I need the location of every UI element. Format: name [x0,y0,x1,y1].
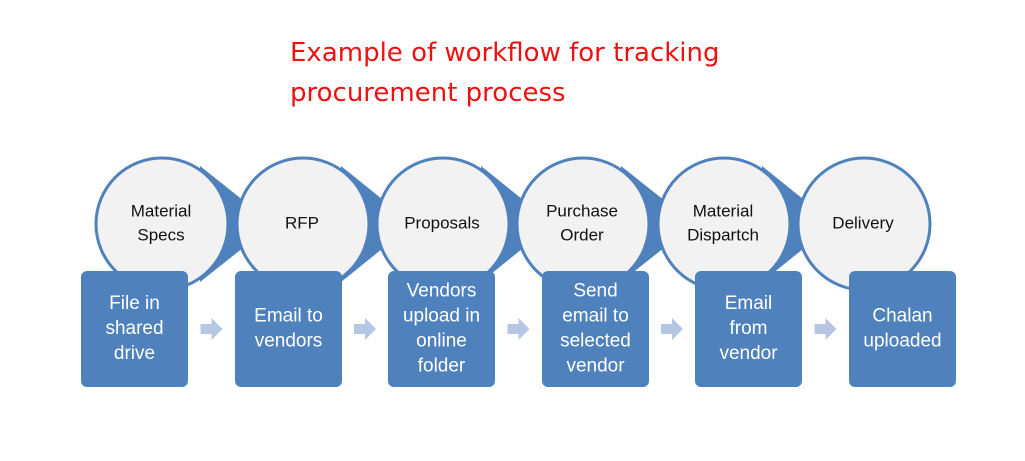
title-line-2: procurement process [290,78,566,108]
circle-label-line: Dispartch [687,225,759,244]
circle-label-line: Specs [137,225,184,244]
box-label-line: vendor [566,356,625,377]
circle-label-line: Delivery [832,213,894,232]
circle-label-line: Proposals [404,213,480,232]
box-label-line: vendor [719,343,778,364]
box-label-line: Email to [254,306,323,327]
box-label-line: Email [725,293,773,314]
stage-box: Email to vendors [235,271,342,387]
box-arrow-icon [200,318,223,340]
stage-boxes: File in shared drive Email to vendors Vendors… [81,271,956,387]
circle-label-line: Purchase [546,201,618,220]
circle-label-line: Order [560,225,604,244]
stage-circle: RFP [235,156,371,292]
circle-label-line: RFP [285,213,319,232]
box-shape [849,271,956,387]
box-label-line: upload in [403,306,480,327]
box-arrow-icon [661,318,683,340]
box-label-line: from [730,318,768,339]
box-shape [695,271,802,387]
box-arrow-icon [814,318,837,340]
box-arrow-icon [507,318,530,340]
box-shape [388,271,495,387]
box-shape [81,271,188,387]
box-label-line: shared [105,318,163,339]
box-label-line: File in [109,293,160,314]
box-label-line: Chalan [872,306,932,327]
box-label-line: email to [562,306,629,327]
stage-box: Email from vendor [695,271,802,387]
box-shape [542,271,649,387]
box-arrow-icon [354,318,376,340]
box-label-line: vendors [255,331,323,352]
circle-label-line: Material [131,201,191,220]
stage-circle: Proposals [375,156,511,292]
circle-shape [656,156,792,292]
box-label-line: drive [114,343,155,364]
stage-box: Chalan uploaded [849,271,956,387]
box-label-line: Send [573,281,617,302]
box-shape [235,271,342,387]
box-label-line: selected [560,331,631,352]
stage-box: Send email to selected vendor [542,271,649,387]
box-label-line: online [416,331,467,352]
diagram-title: Example of workflow for tracking procure… [290,33,850,113]
stage-circle: Delivery [796,156,932,292]
title-line-1: Example of workflow for tracking [290,38,720,68]
box-label-line: Vendors [407,281,477,302]
box-label-line: folder [418,356,466,377]
circle-shape [94,156,230,292]
box-arrows [200,318,837,340]
circle-label-line: Material [693,201,753,220]
circle-shape [515,156,651,292]
stage-box: Vendors upload in online folder [388,271,495,387]
box-label-line: uploaded [863,331,941,352]
stage-box: File in shared drive [81,271,188,387]
